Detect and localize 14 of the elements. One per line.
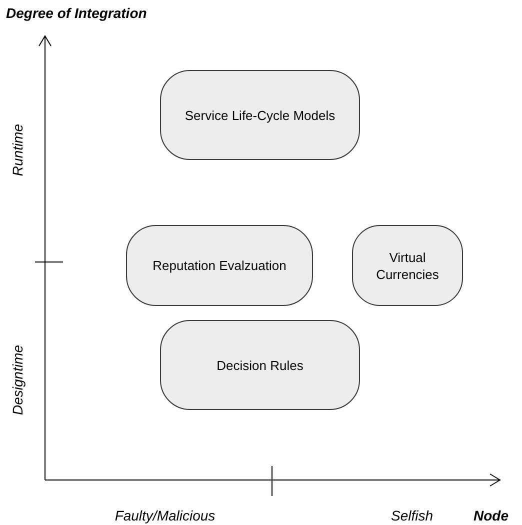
rounded-box xyxy=(352,225,463,306)
axis-label: Designtime xyxy=(8,344,26,416)
axis-title: Degree of Integration xyxy=(6,4,147,23)
box-label: Virtual Currencies xyxy=(375,248,440,282)
rounded-box xyxy=(160,70,360,160)
box-label: Reputation Evalzuation xyxy=(152,257,286,274)
rounded-box xyxy=(126,225,313,306)
axis-label: Runtime xyxy=(8,124,26,176)
axis-label: Selfish xyxy=(390,506,434,525)
rounded-box xyxy=(160,320,360,410)
box-label: Service Life-Cycle Models xyxy=(184,106,336,124)
axis-label: Faulty/Malicious xyxy=(114,506,216,525)
box-label: Decision Rules xyxy=(216,356,304,374)
axis-title: Node xyxy=(474,506,508,525)
